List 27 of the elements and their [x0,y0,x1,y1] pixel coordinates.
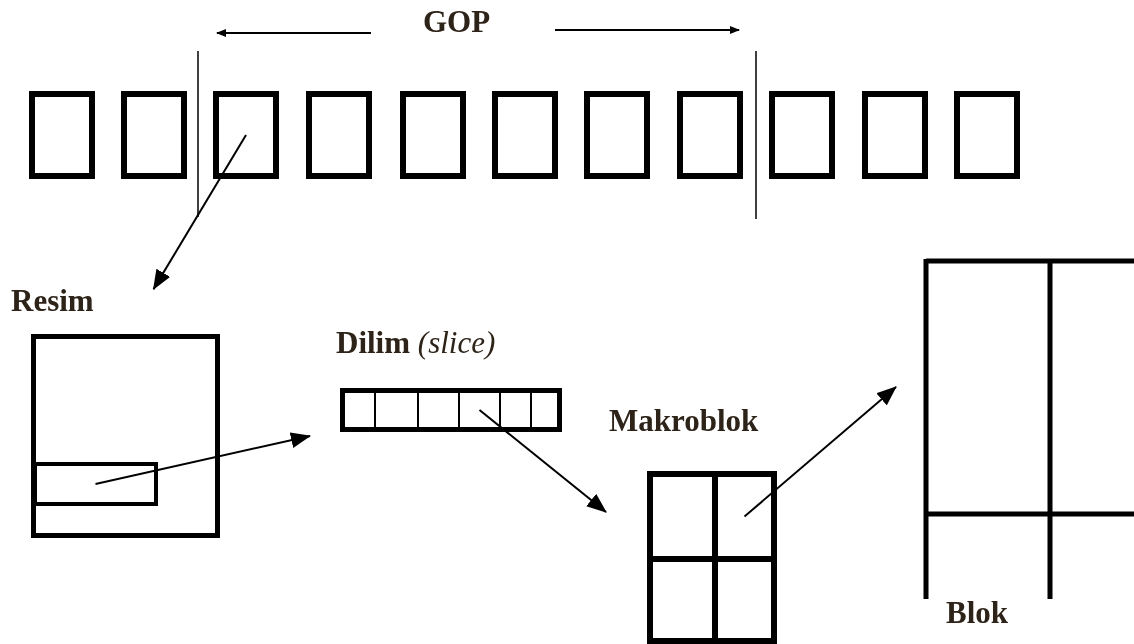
part-heading: Makroblok [609,404,759,439]
slice-region-box [33,462,158,506]
frame-box [121,91,187,179]
frame-box [213,91,279,179]
part-heading: Dilim (slice) [336,326,496,361]
frame-box [400,91,466,179]
part-heading: Blok [946,596,1009,631]
frame-box [584,91,650,179]
arrow [743,386,897,518]
strip-segment [499,388,532,432]
strip-segment [340,388,376,432]
frame-box [306,91,372,179]
frame-box [862,91,928,179]
frame-box [677,91,743,179]
strip-segment [458,388,501,432]
strip-segment [530,388,562,432]
strip-segment [417,388,460,432]
group-label: GOP [423,5,491,40]
frame-box [954,91,1020,179]
arrow [152,134,247,291]
arrow [478,409,607,513]
frame-box [769,91,835,179]
frame-box [492,91,558,179]
frame-box [29,91,95,179]
arrow [94,432,311,485]
part-heading: Resim [11,284,94,319]
strip-segment [374,388,419,432]
